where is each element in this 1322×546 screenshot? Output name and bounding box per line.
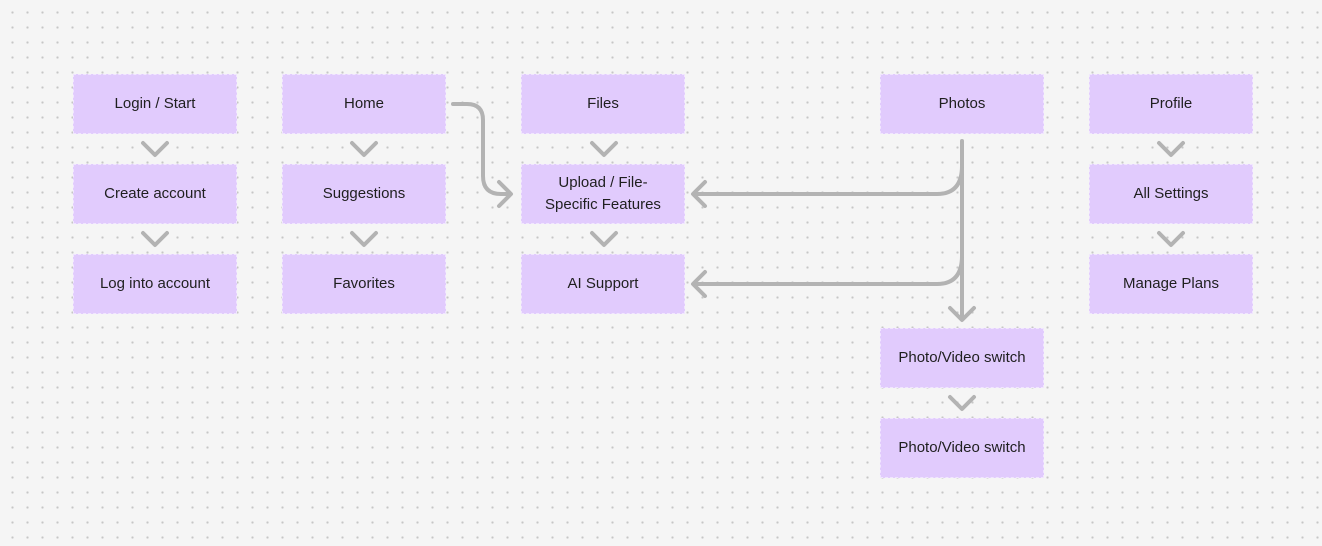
connector-profile-to-all-settings [1157, 141, 1185, 157]
connector-photos-to-ai-support-arrowhead [691, 270, 707, 298]
connector-create-to-log-into-account [141, 231, 169, 247]
connector-home-to-upload [451, 102, 512, 196]
node-upload-file-features[interactable]: Upload / File-Specific Features [521, 164, 685, 224]
node-login-start-label: Login / Start [114, 95, 196, 112]
node-create-account[interactable]: Create account [73, 164, 237, 224]
node-log-into-account[interactable]: Log into account [73, 254, 237, 314]
node-suggestions[interactable]: Suggestions [282, 164, 446, 224]
node-files[interactable]: Files [521, 74, 685, 134]
connector-home-to-suggestions [350, 141, 378, 157]
connector-switch-to-switch [948, 395, 976, 411]
node-photos[interactable]: Photos [880, 74, 1044, 134]
node-photo-video-switch-1-label: Photo/Video switch [898, 349, 1026, 366]
node-log-into-account-label: Log into account [99, 275, 211, 292]
node-ai-support[interactable]: AI Support [521, 254, 685, 314]
connector-all-settings-to-manage-plans [1157, 231, 1185, 247]
node-photo-video-switch-1[interactable]: Photo/Video switch [880, 328, 1044, 388]
node-home-label: Home [343, 95, 384, 112]
connector-files-to-upload [590, 141, 618, 157]
node-photo-video-switch-2-label: Photo/Video switch [898, 439, 1026, 456]
node-home[interactable]: Home [282, 74, 446, 134]
node-manage-plans-label: Manage Plans [1123, 275, 1219, 292]
connector-photos-to-upload [692, 164, 964, 196]
node-manage-plans[interactable]: Manage Plans [1089, 254, 1253, 314]
connector-photos-to-photo-video-switch-arrowhead [948, 306, 976, 322]
node-favorites-label: Favorites [333, 275, 395, 292]
connector-login-to-create-account [141, 141, 169, 157]
node-profile-label: Profile [1149, 95, 1193, 112]
node-all-settings-label: All Settings [1133, 185, 1209, 202]
node-photo-video-switch-2[interactable]: Photo/Video switch [880, 418, 1044, 478]
node-login-start[interactable]: Login / Start [73, 74, 237, 134]
connector-photos-to-ai-support [692, 254, 964, 286]
node-profile[interactable]: Profile [1089, 74, 1253, 134]
node-upload-file-features-label: Upload / File-Specific Features [545, 174, 661, 213]
connector-suggestions-to-favorites [350, 231, 378, 247]
node-all-settings[interactable]: All Settings [1089, 164, 1253, 224]
connector-upload-to-ai-support [590, 231, 618, 247]
node-files-label: Files [587, 95, 619, 112]
connector-photos-to-upload-arrowhead [691, 180, 707, 208]
connector-home-to-upload-arrowhead [497, 180, 513, 208]
node-ai-support-label: AI Support [567, 275, 639, 292]
node-photos-label: Photos [938, 95, 986, 112]
node-favorites[interactable]: Favorites [282, 254, 446, 314]
node-suggestions-label: Suggestions [322, 185, 406, 202]
node-create-account-label: Create account [104, 185, 206, 202]
